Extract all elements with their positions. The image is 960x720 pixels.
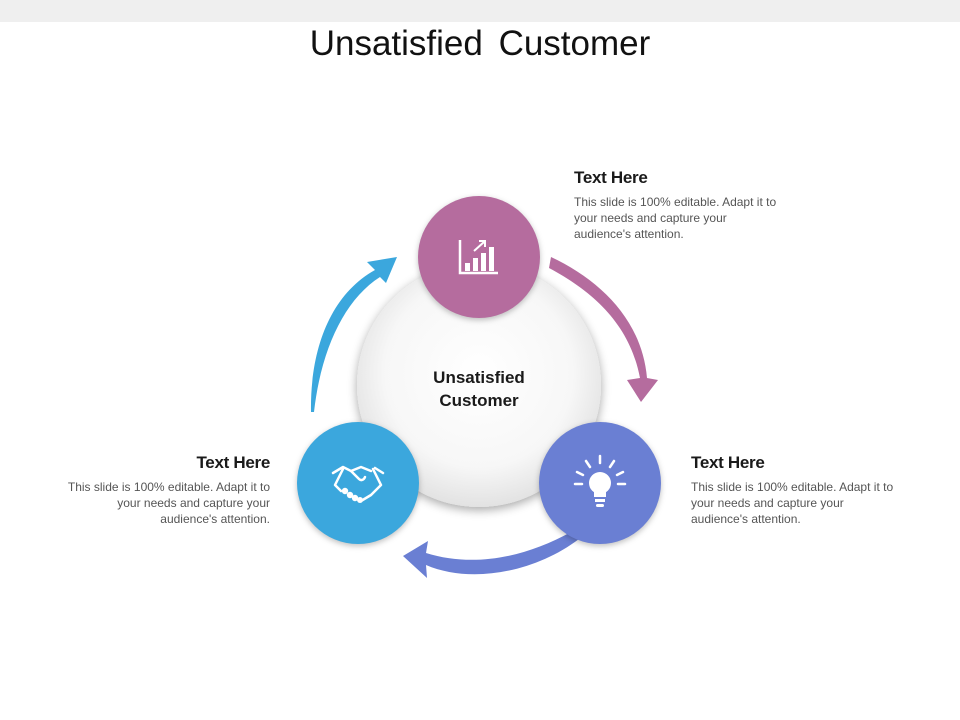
node-top [418, 196, 540, 318]
arrow-top-to-right [549, 257, 658, 402]
arrow-right-to-left [403, 532, 579, 578]
info-top: Text Here This slide is 100% editable. A… [574, 168, 779, 242]
info-right-heading: Text Here [691, 453, 765, 472]
info-left-body: This slide is 100% editable. Adapt it to… [67, 480, 270, 526]
growth-chart-icon [458, 240, 498, 275]
center-hub [357, 263, 601, 507]
info-top-heading: Text Here [574, 168, 648, 187]
info-left: Text Here This slide is 100% editable. A… [65, 453, 270, 527]
info-left-heading: Text Here [196, 453, 270, 472]
center-label-line2: Customer [439, 391, 519, 410]
slide-title: Unsatisfied Customer [309, 24, 651, 63]
lightbulb-icon [573, 454, 627, 507]
node-right [539, 422, 661, 544]
handshake-icon [331, 465, 385, 503]
center-label-line1: Unsatisfied [433, 368, 525, 387]
top-bar [0, 0, 960, 22]
info-right-body: This slide is 100% editable. Adapt it to… [691, 480, 894, 526]
center-label: Unsatisfied Customer [379, 366, 579, 412]
arrow-left-to-top [310, 257, 397, 412]
info-right: Text Here This slide is 100% editable. A… [691, 453, 896, 527]
info-top-body: This slide is 100% editable. Adapt it to… [574, 195, 777, 241]
node-left [297, 422, 419, 544]
